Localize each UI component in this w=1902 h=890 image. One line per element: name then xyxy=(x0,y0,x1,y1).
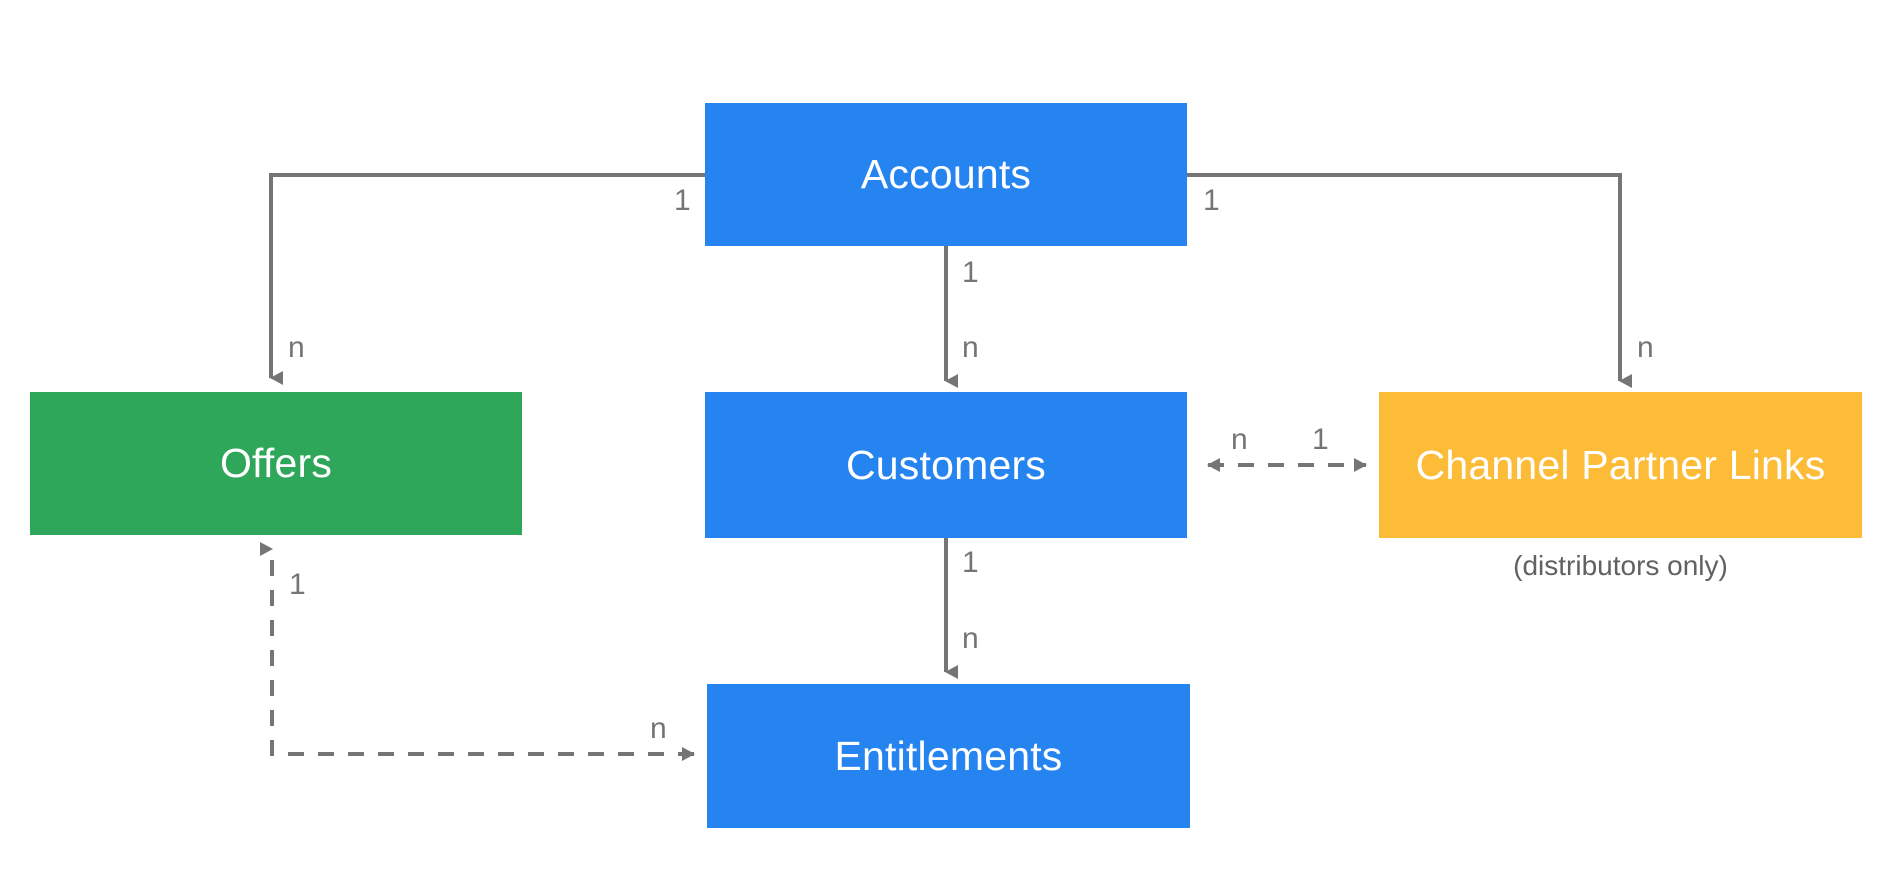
edge-accounts-partners xyxy=(1187,173,1632,388)
edge-label-customers-entitlements-target: n xyxy=(962,622,979,655)
node-accounts[interactable]: Accounts xyxy=(705,103,1187,246)
edge-label-accounts-partners-source: 1 xyxy=(1203,184,1220,217)
node-customers-label: Customers xyxy=(845,441,1046,488)
node-entitlements-label: Entitlements xyxy=(834,732,1063,779)
channel-partner-links-note: (distributors only) xyxy=(1513,550,1728,581)
edge-label-accounts-offers-target: n xyxy=(288,331,305,364)
edge-label-accounts-customers-target: n xyxy=(962,331,979,364)
node-offers-label: Offers xyxy=(219,440,333,486)
edge-label-offers-entitlements-target: n xyxy=(650,712,667,745)
edge-offers-entitlements xyxy=(260,542,695,761)
edge-label-customers-entitlements-source: 1 xyxy=(962,546,979,579)
node-customers[interactable]: Customers xyxy=(705,392,1187,538)
edge-label-offers-entitlements-source: 1 xyxy=(289,568,306,601)
edge-label-customers-partners-target: 1 xyxy=(1312,423,1329,456)
node-offers[interactable]: Offers xyxy=(30,392,522,535)
edge-label-customers-partners-source: n xyxy=(1231,423,1248,456)
edge-label-accounts-partners-target: n xyxy=(1637,331,1654,364)
node-channel-partner-links[interactable]: Channel Partner Links xyxy=(1379,392,1862,538)
edge-accounts-offers xyxy=(269,173,705,385)
edge-label-accounts-offers-source: 1 xyxy=(674,184,691,217)
node-channel-partner-links-label: Channel Partner Links xyxy=(1415,441,1826,488)
node-accounts-label: Accounts xyxy=(860,151,1032,197)
edge-label-accounts-customers-source: 1 xyxy=(962,256,979,289)
node-entitlements[interactable]: Entitlements xyxy=(707,684,1190,828)
